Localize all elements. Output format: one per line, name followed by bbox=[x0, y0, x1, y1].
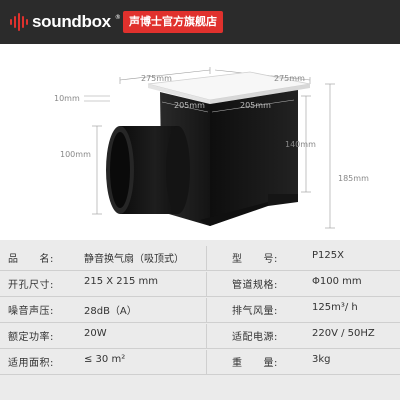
spec-label: 噪音声压: bbox=[8, 306, 54, 317]
right-dimension-lines bbox=[301, 83, 335, 229]
duct-outlet bbox=[106, 126, 190, 214]
dim-top-width-left: 275mm bbox=[141, 74, 172, 83]
spec-value: 125m³/ h bbox=[312, 302, 358, 313]
spec-label: 额定功率: bbox=[8, 332, 54, 343]
dim-body-width-left: 205mm bbox=[174, 101, 205, 110]
spec-label: 开孔尺寸: bbox=[8, 280, 54, 291]
spec-value: Φ100 mm bbox=[312, 276, 362, 287]
spec-table: 品 名: 静音换气扇（吸顶式） 型 号: P125X 开孔尺寸: 215 X 2… bbox=[0, 240, 400, 400]
spec-value: 28dB（A） bbox=[84, 306, 137, 317]
column-divider bbox=[206, 246, 207, 270]
product-image: 275mm 275mm 10mm 205mm 205mm 100mm 140mm… bbox=[0, 44, 400, 240]
column-divider bbox=[206, 298, 207, 322]
trademark-mark: ® bbox=[114, 13, 121, 21]
spec-row: 品 名: 静音换气扇（吸顶式） 型 号: P125X bbox=[0, 246, 400, 271]
official-store-badge[interactable]: 声博士官方旗舰店 bbox=[123, 11, 223, 33]
header-bar: soundbox ® 声博士官方旗舰店 bbox=[0, 0, 400, 44]
spec-value: 静音换气扇（吸顶式） bbox=[84, 254, 184, 265]
brand-logo[interactable]: soundbox ® bbox=[10, 10, 121, 34]
spec-value: P125X bbox=[312, 250, 344, 261]
spec-value: 215 X 215 mm bbox=[84, 276, 159, 287]
spec-row: 额定功率: 20W 适配电源: 220V / 50HZ bbox=[0, 324, 400, 349]
dim-outlet-diameter: 100mm bbox=[60, 150, 91, 159]
fan-body-side bbox=[210, 90, 298, 226]
spec-label: 型 号: bbox=[232, 254, 278, 265]
dim-top-width-right: 275mm bbox=[274, 74, 305, 83]
column-divider bbox=[206, 350, 207, 374]
spec-label: 品 名: bbox=[8, 254, 54, 265]
spec-label: 重 量: bbox=[232, 358, 278, 369]
spec-value: 20W bbox=[84, 328, 107, 339]
ceiling-fan-illustration bbox=[84, 67, 335, 229]
spec-row: 适用面积: ≤ 30 m² 重 量: 3kg bbox=[0, 350, 400, 375]
spec-value: 3kg bbox=[312, 354, 331, 365]
spec-row: 开孔尺寸: 215 X 215 mm 管道规格: Φ100 mm bbox=[0, 272, 400, 297]
left-dimension-lines bbox=[84, 95, 110, 215]
spec-value: 220V / 50HZ bbox=[312, 328, 375, 339]
spec-label: 适用面积: bbox=[8, 358, 54, 369]
spec-value: ≤ 30 m² bbox=[84, 354, 126, 365]
dim-panel-thickness: 10mm bbox=[54, 94, 80, 103]
dim-body-height: 140mm bbox=[285, 140, 316, 149]
spec-row: 噪音声压: 28dB（A） 排气风量: 125m³/ h bbox=[0, 298, 400, 323]
spec-label: 适配电源: bbox=[232, 332, 278, 343]
dim-total-height: 185mm bbox=[338, 174, 369, 183]
column-divider bbox=[206, 324, 207, 348]
inner-dimension-lines bbox=[161, 99, 295, 113]
dim-body-width-right: 205mm bbox=[240, 101, 271, 110]
sound-wave-icon bbox=[10, 12, 28, 32]
column-divider bbox=[206, 272, 207, 296]
spec-label: 排气风量: bbox=[232, 306, 278, 317]
brand-name: soundbox bbox=[32, 12, 111, 31]
spec-label: 管道规格: bbox=[232, 280, 278, 291]
